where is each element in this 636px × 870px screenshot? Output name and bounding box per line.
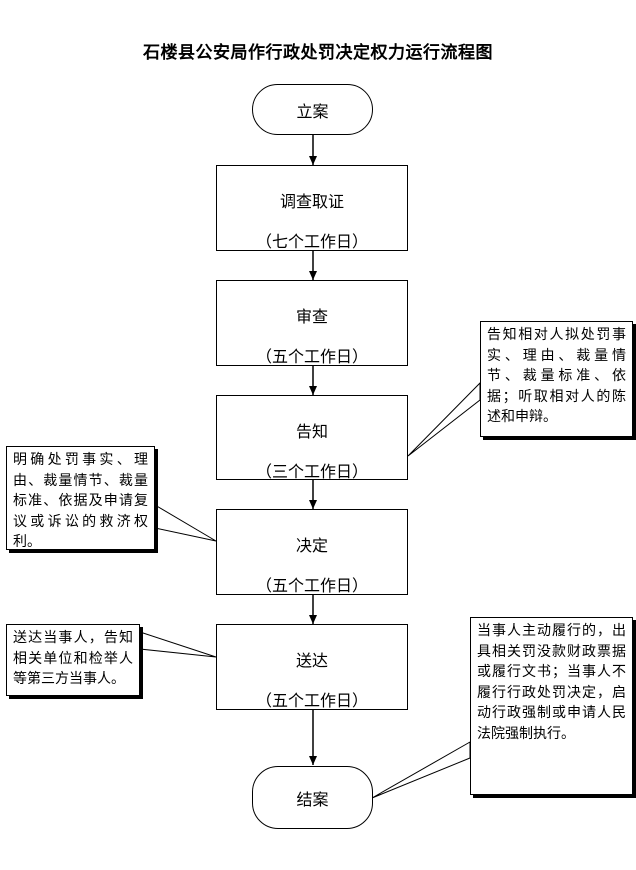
- step-end: 结案: [252, 766, 373, 829]
- step-investigate-label: 调查取证: [279, 192, 344, 211]
- note-close: 当事人主动履行的，出具相关罚没款财政票据或履行文书；当事人不履行行政处罚决定，启…: [470, 617, 633, 795]
- note-notify: 告知相对人拟处罚事实、理由、裁量情节、裁量标准、依据；听取相对人的陈述和申辩。: [480, 321, 633, 437]
- step-deliver-duration: （五个工作日）: [255, 691, 368, 710]
- step-decide-label: 决定: [295, 536, 328, 555]
- step-review: 审查 （五个工作日）: [216, 280, 408, 366]
- step-review-label: 审查: [295, 307, 328, 326]
- step-decide-duration: （五个工作日）: [255, 576, 368, 595]
- note-decide: 明确处罚事实、理由、裁量情节、裁量标准、依据及申请复议或诉讼的救济权利。: [6, 446, 155, 550]
- step-investigate-duration: （七个工作日）: [255, 232, 368, 251]
- step-notify-duration: （三个工作日）: [255, 462, 368, 481]
- note-deliver: 送达当事人，告知相关单位和检举人等第三方当事人。: [6, 624, 140, 696]
- step-deliver-label: 送达: [295, 651, 328, 670]
- step-notify: 告知 （三个工作日）: [216, 395, 408, 481]
- callout-pointer-deliver: [139, 631, 217, 658]
- callout-pointer-decide: [154, 504, 217, 542]
- step-review-duration: （五个工作日）: [255, 347, 368, 366]
- step-start: 立案: [252, 84, 373, 135]
- step-notify-label: 告知: [295, 422, 328, 441]
- callout-pointer-close: [371, 741, 471, 799]
- step-decide: 决定 （五个工作日）: [216, 509, 408, 595]
- page-title: 石楼县公安局作行政处罚决定权力运行流程图: [143, 43, 493, 63]
- callout-pointer-notify: [407, 381, 481, 457]
- step-deliver: 送达 （五个工作日）: [216, 624, 408, 710]
- step-investigate: 调查取证 （七个工作日）: [216, 165, 408, 251]
